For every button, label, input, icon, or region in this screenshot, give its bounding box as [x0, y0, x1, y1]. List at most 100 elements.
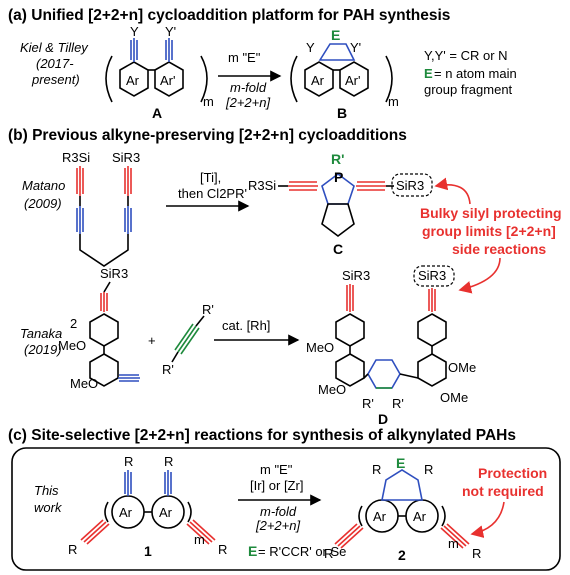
arrow-b2: cat. [Rh] [214, 318, 300, 346]
arrow-b1: [Ti], then Cl2PR' [166, 170, 250, 212]
svg-text:not required: not required [462, 483, 544, 499]
section-c-title: (c) Site-selective [2+2+n] reactions for… [8, 427, 516, 444]
svg-text:Y: Y [130, 24, 139, 39]
this-work-label: This work [34, 483, 63, 515]
svg-text:[Ir] or [Zr]: [Ir] or [Zr] [250, 478, 303, 493]
svg-text:R': R' [362, 396, 374, 411]
svg-text:R: R [164, 454, 173, 469]
svg-text:P: P [334, 169, 343, 185]
svg-text:Kiel & Tilley: Kiel & Tilley [20, 40, 89, 55]
svg-text:Ar': Ar' [345, 73, 360, 88]
svg-text:MeO: MeO [70, 376, 98, 391]
this-work-box [11, 447, 561, 571]
svg-text:SiR3: SiR3 [112, 150, 140, 165]
svg-text:R: R [472, 546, 481, 561]
arrow-a: m "E" m-fold [2+2+n] [218, 50, 282, 110]
svg-text:Tanaka: Tanaka [20, 326, 62, 341]
svg-text:Bulky silyl protecting: Bulky silyl protecting [420, 205, 562, 221]
svg-text:OMe: OMe [448, 360, 476, 375]
svg-text:E: E [424, 66, 433, 81]
svg-text:E: E [396, 455, 405, 471]
svg-text:m: m [388, 94, 399, 109]
svg-text:(2019): (2019) [24, 342, 62, 357]
svg-text:SiR3: SiR3 [418, 268, 446, 283]
plus-sign: + [148, 333, 156, 348]
structure-D: SiR3 MeO MeO SiR3 OMe OMe R' R' D [306, 265, 476, 427]
svg-text:[Ti],: [Ti], [200, 170, 221, 185]
svg-text:present): present) [31, 72, 80, 87]
svg-text:2: 2 [70, 316, 77, 331]
author-matano: Matano (2009) [22, 178, 65, 211]
tanaka-diyne: SiR3 MeO MeO [58, 266, 140, 391]
svg-text:Ar: Ar [413, 509, 427, 524]
svg-text:m: m [448, 536, 459, 551]
svg-text:then Cl2PR': then Cl2PR' [178, 186, 247, 201]
svg-text:= n atom main: = n atom main [434, 66, 517, 81]
svg-text:m "E": m "E" [228, 50, 261, 65]
structure-B: Y Y' E Ar Ar' m B [290, 27, 399, 121]
svg-text:Protection: Protection [478, 465, 547, 481]
svg-text:Y': Y' [350, 40, 361, 55]
E-label: E [331, 27, 340, 43]
svg-text:Ar: Ar [119, 505, 133, 520]
svg-text:Y: Y [306, 40, 315, 55]
protection-note: Protection not required [462, 465, 547, 538]
label-A: A [152, 105, 162, 121]
svg-text:Ar: Ar [159, 505, 173, 520]
svg-text:SiR3: SiR3 [342, 268, 370, 283]
svg-text:This: This [34, 483, 59, 498]
svg-text:SiR3: SiR3 [396, 178, 424, 193]
label-B: B [337, 105, 347, 121]
structure-A: Y Y' Ar Ar' m A [105, 24, 214, 121]
tanaka-alkyne: R' R' [162, 302, 214, 377]
svg-text:Y': Y' [165, 24, 176, 39]
author-tanaka: Tanaka (2019) 2 [20, 316, 77, 357]
svg-text:Y,Y' = CR or N: Y,Y' = CR or N [424, 48, 508, 63]
svg-text:m: m [203, 94, 214, 109]
svg-text:MeO: MeO [306, 340, 334, 355]
svg-text:Ar: Ar [311, 73, 325, 88]
label-C: C [333, 241, 343, 257]
label-D: D [378, 411, 388, 427]
structure-1: Ar Ar R R R R m 1 [68, 454, 227, 559]
matano-diyne: R3Si SiR3 [62, 150, 140, 267]
svg-text:R': R' [162, 362, 174, 377]
svg-text:(2017-: (2017- [36, 56, 74, 71]
svg-text:side reactions: side reactions [452, 241, 546, 257]
svg-text:MeO: MeO [318, 382, 346, 397]
svg-text:Ar: Ar [373, 509, 387, 524]
svg-text:R': R' [202, 302, 214, 317]
svg-text:cat. [Rh]: cat. [Rh] [222, 318, 270, 333]
svg-text:R': R' [331, 151, 344, 167]
bulky-silyl-note: Bulky silyl protecting group limits [2+2… [420, 177, 562, 294]
svg-text:group limits [2+2+n]: group limits [2+2+n] [422, 223, 556, 239]
svg-text:m: m [194, 532, 205, 547]
svg-text:R: R [324, 546, 333, 561]
svg-text:Ar': Ar' [160, 73, 175, 88]
label-2: 2 [398, 547, 406, 563]
section-a-title: (a) Unified [2+2+n] cycloaddition platfo… [8, 7, 450, 24]
svg-text:Matano: Matano [22, 178, 65, 193]
svg-text:m "E": m "E" [260, 462, 293, 477]
svg-text:R3Si: R3Si [248, 178, 276, 193]
svg-text:group fragment: group fragment [424, 82, 513, 97]
svg-text:R: R [218, 542, 227, 557]
svg-text:OMe: OMe [440, 390, 468, 405]
svg-text:R: R [68, 542, 77, 557]
svg-text:R3Si: R3Si [62, 150, 90, 165]
svg-text:Ar: Ar [126, 73, 140, 88]
section-b-title: (b) Previous alkyne-preserving [2+2+n] c… [8, 127, 407, 144]
svg-text:SiR3: SiR3 [100, 266, 128, 281]
structure-2: Ar Ar E R R R R m 2 [324, 455, 481, 563]
svg-text:= R'CCR' or Se: = R'CCR' or Se [258, 544, 346, 559]
svg-text:(2009): (2009) [24, 196, 62, 211]
svg-text:R': R' [392, 396, 404, 411]
svg-text:R: R [372, 462, 381, 477]
svg-text:R: R [124, 454, 133, 469]
author-kiel-tilley: Kiel & Tilley (2017- present) [20, 40, 89, 87]
svg-text:R: R [424, 462, 433, 477]
svg-text:[2+2+n]: [2+2+n] [225, 95, 270, 110]
arrow-c: m "E" [Ir] or [Zr] m-fold [2+2+n] E = R'… [238, 462, 346, 559]
svg-text:MeO: MeO [58, 338, 86, 353]
